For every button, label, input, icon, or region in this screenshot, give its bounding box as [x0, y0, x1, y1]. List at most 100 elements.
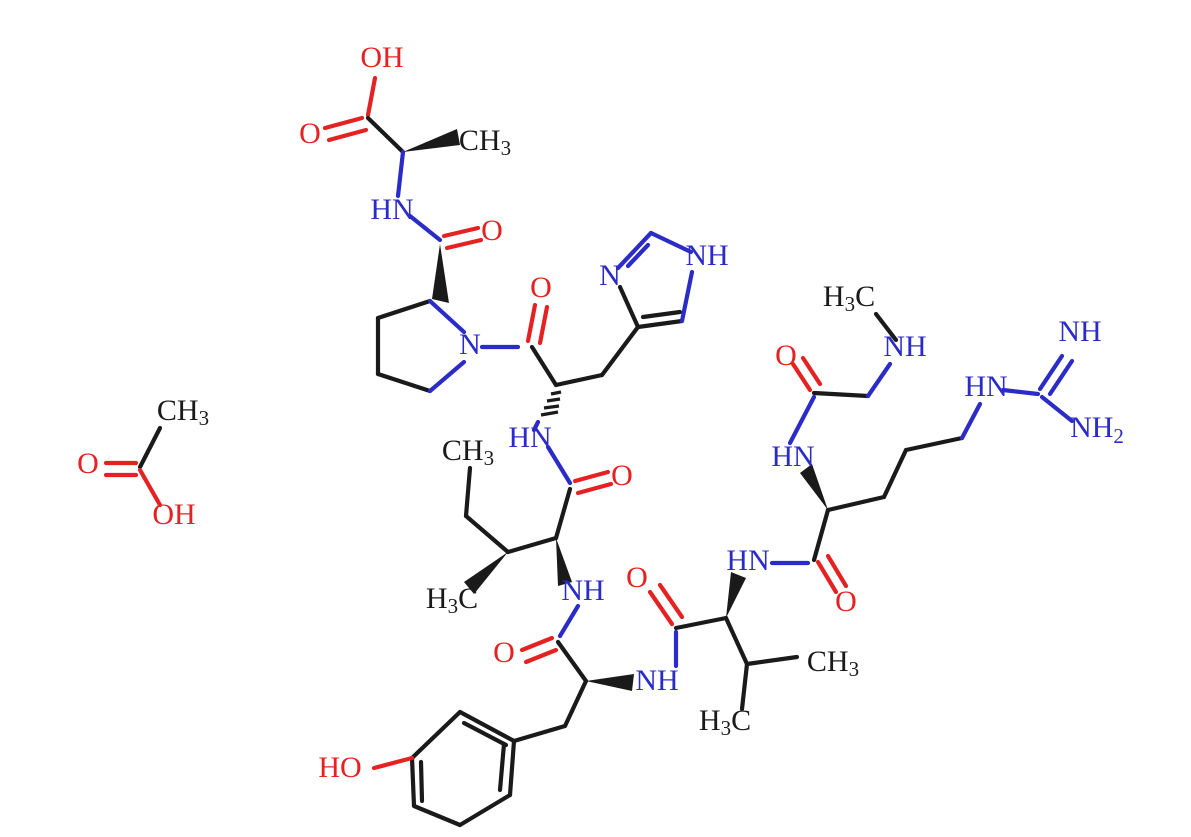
his-co-double-b	[537, 304, 550, 346]
isoleucine-h3c-bottom-label: H3C	[426, 582, 478, 618]
arginine-nh-label: HN	[771, 440, 814, 473]
guanidine-nh2-label: NH2	[1070, 411, 1124, 448]
tyr-alpha-ch2-bond	[562, 678, 589, 729]
alanine-nh-label: HN	[370, 193, 413, 226]
val-beta-ch3b-bond	[739, 661, 750, 712]
tyr-ring-b6	[457, 709, 517, 744]
tyr-co-double-b	[523, 647, 559, 665]
pro-ring-bond-4	[427, 359, 467, 394]
ala-co-double-a	[322, 115, 365, 131]
acetic-carbonyl-o-label: O	[77, 447, 99, 480]
acetic-acid-group: CH3 O OH	[77, 394, 209, 531]
pro-co-double-a	[441, 225, 481, 239]
his-ring-double-inner2	[625, 242, 651, 269]
acetic-ch3-label: CH3	[157, 394, 209, 430]
isoleucine-ch3-top-label: CH3	[442, 434, 494, 470]
ile-beta-ch3-wedge	[464, 552, 508, 594]
ile-co-double-b	[575, 481, 614, 496]
tyr-c-alpha-bond	[555, 639, 589, 684]
ala-alpha-ch3-wedge	[403, 129, 460, 152]
tyr-alpha-nh-wedge	[586, 674, 634, 691]
sar-n-ch3-bond	[873, 311, 899, 343]
arginine-group: O HN HN NH NH2	[769, 315, 1124, 618]
val-co-double-a	[647, 589, 675, 627]
alanine-carbonyl-o-label: O	[299, 117, 321, 150]
tyr-n-c-bond	[557, 603, 581, 639]
arg-co-double-b	[825, 553, 849, 589]
his-nh-stub	[531, 419, 541, 433]
guanidine-nh-label: NH	[1058, 315, 1101, 348]
histidine-group: O N NH HN	[508, 230, 729, 454]
tyrosine-group: O HO NH	[318, 603, 679, 828]
tyr-ring-b4	[409, 755, 417, 809]
valine-nh-label: HN	[726, 544, 769, 577]
sar-co-double-b	[800, 355, 823, 387]
ile-alpha-beta-bond	[505, 535, 559, 555]
arg-ch2-n-bond	[959, 401, 983, 441]
isoleucine-group: CH3 H3C O NH	[426, 434, 633, 618]
arg-ch2-ch2-bond2	[903, 435, 965, 453]
histidine-nh-label: HN	[508, 421, 551, 454]
arg-alpha-ch2-bond	[825, 494, 887, 513]
tyr-ring-b5	[409, 709, 463, 761]
guanidine-hn-c-bond	[1000, 387, 1041, 397]
his-ring-bond-4	[648, 230, 694, 255]
val-c-alpha-bond	[673, 615, 729, 631]
sarcosine-nh-label: NH	[883, 330, 926, 363]
his-alpha-nh-hash	[540, 390, 562, 417]
histidine-carbonyl-o-label: O	[530, 271, 552, 304]
ile-ch2-ch3-bond	[463, 465, 473, 519]
sar-co-double-a	[790, 361, 813, 393]
tyr-ring-b3	[411, 803, 463, 828]
tyr-ring-b1-inner	[497, 741, 507, 793]
ala-c-alpha-bond	[365, 115, 406, 155]
arg-c-alpha-bond	[811, 507, 831, 563]
tyrosine-nh-label: NH	[635, 664, 678, 697]
his-alpha-ch2-bond	[553, 372, 605, 388]
arginine-carbonyl-o-label: O	[835, 585, 857, 618]
guanidine-nh-double-b	[1047, 358, 1075, 397]
acetic-c-ch3-bond	[137, 425, 163, 470]
sarcosine-carbonyl-o-label: O	[775, 339, 797, 372]
proline-group: O N	[375, 214, 521, 394]
tyr-ring-b4-inner	[418, 759, 425, 804]
val-co-double-b	[657, 582, 685, 620]
ile-beta-ch2-bond	[463, 513, 511, 555]
proline-ring-n-label: N	[459, 328, 481, 361]
valine-h3c-label: H3C	[699, 704, 751, 740]
sar-c-ch2-bond	[811, 390, 871, 399]
tyr-co-double-a	[519, 635, 555, 653]
tyr-ch2-ring-bond	[511, 723, 568, 744]
ile-alpha-nh-wedge	[556, 538, 572, 586]
pro-ring-bond-5	[427, 298, 467, 335]
guanidine-nh-double-a	[1037, 353, 1065, 392]
val-beta-ch3a-bond	[744, 654, 800, 667]
ile-n-c-bond	[545, 444, 573, 486]
sar-ch2-n-bond	[865, 361, 893, 399]
tyr-ring-b2	[457, 792, 513, 828]
his-co-double-a	[525, 302, 538, 344]
acetic-oh-label: OH	[152, 498, 195, 531]
valine-group: O HN CH3 H3C	[626, 544, 859, 740]
alanine-group: OH O CH3 HN	[299, 41, 511, 226]
acetic-c-oh-bond	[137, 467, 163, 508]
ile-c-alpha-bond	[553, 486, 573, 541]
valine-ch3-label: CH3	[807, 645, 859, 681]
tyr-ring-b1	[507, 738, 517, 798]
tyr-ring-b6-inner	[461, 720, 509, 748]
arg-ch2-ch2-bond	[881, 447, 909, 500]
val-alpha-nh-wedge	[726, 572, 746, 618]
ala-c-oh-bond	[365, 75, 378, 118]
val-alpha-beta-bond	[723, 615, 750, 667]
isoleucine-nh-label: NH	[561, 574, 604, 607]
isoleucine-carbonyl-o-label: O	[611, 459, 633, 492]
ile-co-double-a	[572, 469, 611, 484]
arg-alpha-nh-wedge	[800, 464, 828, 510]
his-ring-bond-3	[679, 269, 695, 324]
pro-ring-bond-3	[375, 371, 433, 394]
guanidine-c-nh2-bond	[1039, 394, 1075, 424]
proline-amide-o-label: O	[481, 214, 503, 247]
his-ring-bond-5	[615, 230, 654, 271]
pro-co-double-b	[444, 237, 484, 251]
